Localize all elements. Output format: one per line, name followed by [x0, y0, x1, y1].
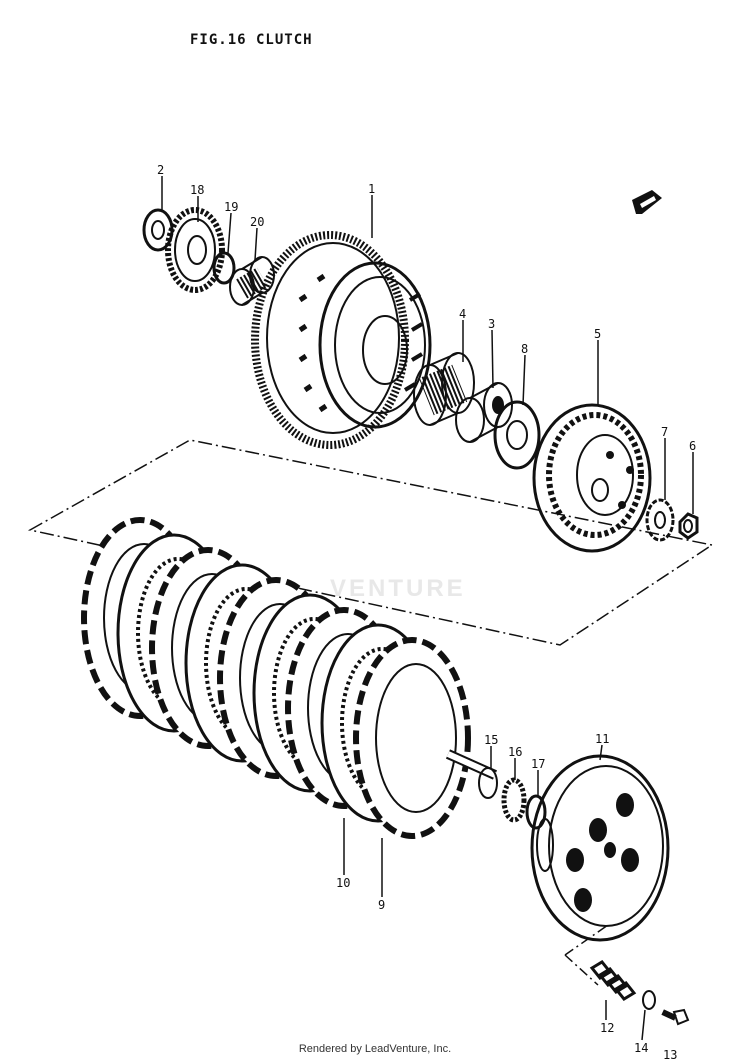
part-push-piece-15: [445, 749, 498, 799]
part-bolt-13: [661, 1008, 690, 1026]
footer-credit: Rendered by LeadVenture, Inc.: [298, 1043, 452, 1055]
part-clutch-plates-9-10: [81, 517, 471, 839]
part-washer-14: [642, 990, 656, 1010]
part-washer-17: [525, 794, 547, 830]
callout-10: 10: [336, 876, 350, 890]
callout-9: 9: [378, 898, 385, 912]
part-sleeve-hub-5: [532, 403, 652, 553]
part-pressure-plate-11: [530, 754, 670, 942]
part-washer-8: [493, 400, 541, 470]
callout-17: 17: [531, 757, 545, 771]
spring-group-boundary: [564, 924, 609, 986]
part-nut-6: [678, 512, 699, 540]
callout-2: 2: [157, 163, 164, 177]
part-spacer-3: [455, 382, 513, 443]
plate-inner-edge: [375, 663, 457, 813]
callout-3: 3: [488, 317, 495, 331]
part-clutch-housing-1: [251, 231, 432, 449]
callout-4: 4: [459, 307, 466, 321]
callout-5: 5: [594, 327, 601, 341]
part-bearing-16: [501, 777, 527, 823]
callouts: 2 18 19 20 1 4 3 8 5 7 6 15 16 17 11 10 …: [157, 163, 696, 1062]
part-sprocket-18: [165, 207, 225, 293]
callout-11: 11: [595, 732, 609, 746]
direction-arrow-icon: [632, 190, 662, 214]
callout-20: 20: [250, 215, 264, 229]
callout-13: 13: [663, 1048, 677, 1060]
callout-8: 8: [521, 342, 528, 356]
part-spring-12: [589, 960, 637, 1001]
callout-14: 14: [634, 1041, 648, 1055]
callout-1: 1: [368, 182, 375, 196]
callout-18: 18: [190, 183, 204, 197]
plate-group-boundary: [27, 439, 714, 646]
leader-lines: [161, 176, 694, 1041]
callout-7: 7: [661, 425, 668, 439]
callout-15: 15: [484, 733, 498, 747]
friction-plate: [353, 637, 471, 839]
part-lock-washer-7: [645, 498, 675, 542]
part-bearing-4: [413, 352, 475, 426]
watermark: VENTURE: [330, 575, 466, 602]
figure-title: FIG.16 CLUTCH: [190, 32, 313, 48]
part-spacer-19: [212, 251, 236, 285]
callout-12: 12: [600, 1021, 614, 1035]
callout-16: 16: [508, 745, 522, 759]
callout-6: 6: [689, 439, 696, 453]
callout-19: 19: [224, 200, 238, 214]
